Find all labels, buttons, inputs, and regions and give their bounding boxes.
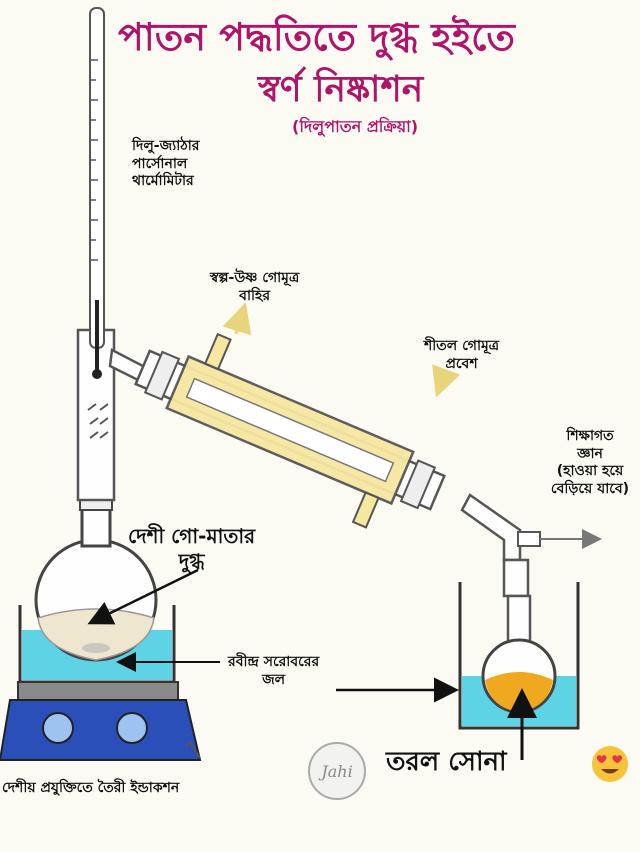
thermometer-label: দিলু-জ্যাঠার পার্সোনাল থার্মোমিটার bbox=[132, 138, 200, 189]
cold-in-arrow bbox=[432, 364, 461, 398]
title-line-1: পাতন পদ্ধতিতে দুগ্ধ হইতে bbox=[118, 15, 515, 59]
induction-heater bbox=[0, 681, 202, 761]
warm-out-label: স্বল্প-উষ্ণ গোমূত্র বাহির bbox=[210, 270, 300, 304]
cold-in-label: শীতল গোমূত্র প্রবেশ bbox=[424, 338, 500, 372]
condenser bbox=[134, 332, 446, 529]
boiling-flask bbox=[34, 497, 158, 662]
receiver-adapter bbox=[460, 493, 602, 598]
subtitle: (দিলুপাতন প্রক্রিয়া) bbox=[292, 117, 419, 136]
title-line-2: স্বর্ণ নিষ্কাশন bbox=[258, 69, 424, 110]
heater-arrow bbox=[185, 740, 201, 759]
milk-label: দেশী গো-মাতার দুগ্ধ bbox=[128, 524, 256, 573]
milk-arrow bbox=[87, 568, 199, 625]
heart-eyes-emoji-icon bbox=[592, 746, 628, 782]
right-beaker bbox=[458, 582, 580, 730]
knowledge-label: শিক্ষাগত জ্ঞান (হাওয়া হয়ে বেড়িয়ে যাব… bbox=[550, 428, 630, 497]
warm-out-arrow bbox=[222, 302, 252, 336]
thermometer bbox=[89, 7, 105, 379]
water-label: রবীন্দ্র সরোবরের জল bbox=[228, 654, 320, 688]
watermark-logo: Jahi bbox=[308, 742, 366, 800]
watermark-text: Jahi bbox=[318, 762, 352, 781]
heater-label: দেশীয় প্রযুক্তিতে তৈরী ইন্ডাকশন bbox=[2, 780, 180, 796]
liquid-gold-label: তরল সোনা bbox=[386, 747, 507, 777]
